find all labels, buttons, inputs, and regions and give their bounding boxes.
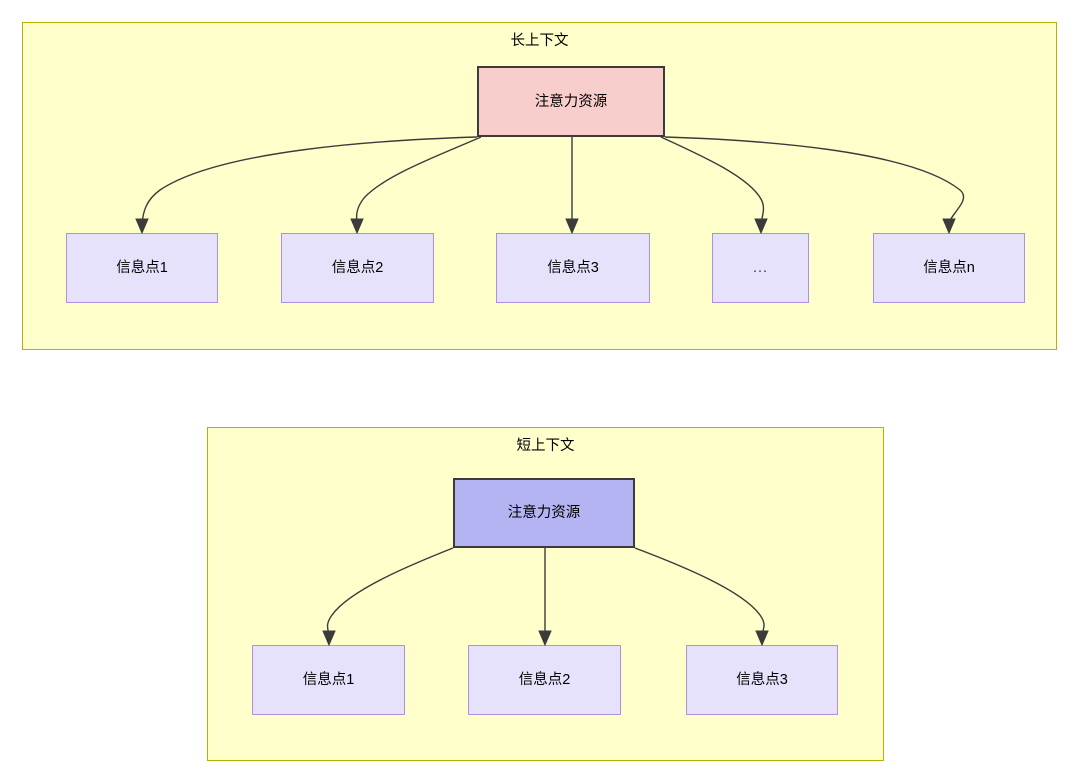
panel-short-context-title: 短上下文 — [516, 438, 575, 454]
node-label: 信息点3 — [547, 260, 599, 276]
node-label: 信息点2 — [331, 260, 384, 276]
node-info-point-1-short[interactable]: 信息点1 — [252, 645, 405, 715]
node-info-point-3-short[interactable]: 信息点3 — [686, 645, 838, 715]
panel-long-context-title: 长上下文 — [510, 33, 569, 49]
node-attention-resource-short[interactable]: 注意力资源 — [453, 478, 635, 548]
node-label: 信息点1 — [302, 672, 355, 688]
node-attention-resource-long[interactable]: 注意力资源 — [477, 66, 665, 137]
node-info-point-2-short[interactable]: 信息点2 — [468, 645, 621, 715]
node-info-point-1-long[interactable]: 信息点1 — [66, 233, 218, 303]
node-info-point-3-long[interactable]: 信息点3 — [496, 233, 650, 303]
node-label: 信息点2 — [518, 672, 571, 688]
node-label: 信息点3 — [736, 672, 788, 688]
node-info-point-n-long[interactable]: 信息点n — [873, 233, 1025, 303]
node-info-point-2-long[interactable]: 信息点2 — [281, 233, 434, 303]
node-info-point-ellipsis-long[interactable]: ... — [712, 233, 809, 303]
node-label: 信息点n — [923, 260, 975, 276]
node-label: ... — [752, 260, 769, 276]
node-label: 注意力资源 — [507, 505, 581, 521]
node-label: 注意力资源 — [534, 93, 608, 110]
node-label: 信息点1 — [116, 260, 168, 276]
